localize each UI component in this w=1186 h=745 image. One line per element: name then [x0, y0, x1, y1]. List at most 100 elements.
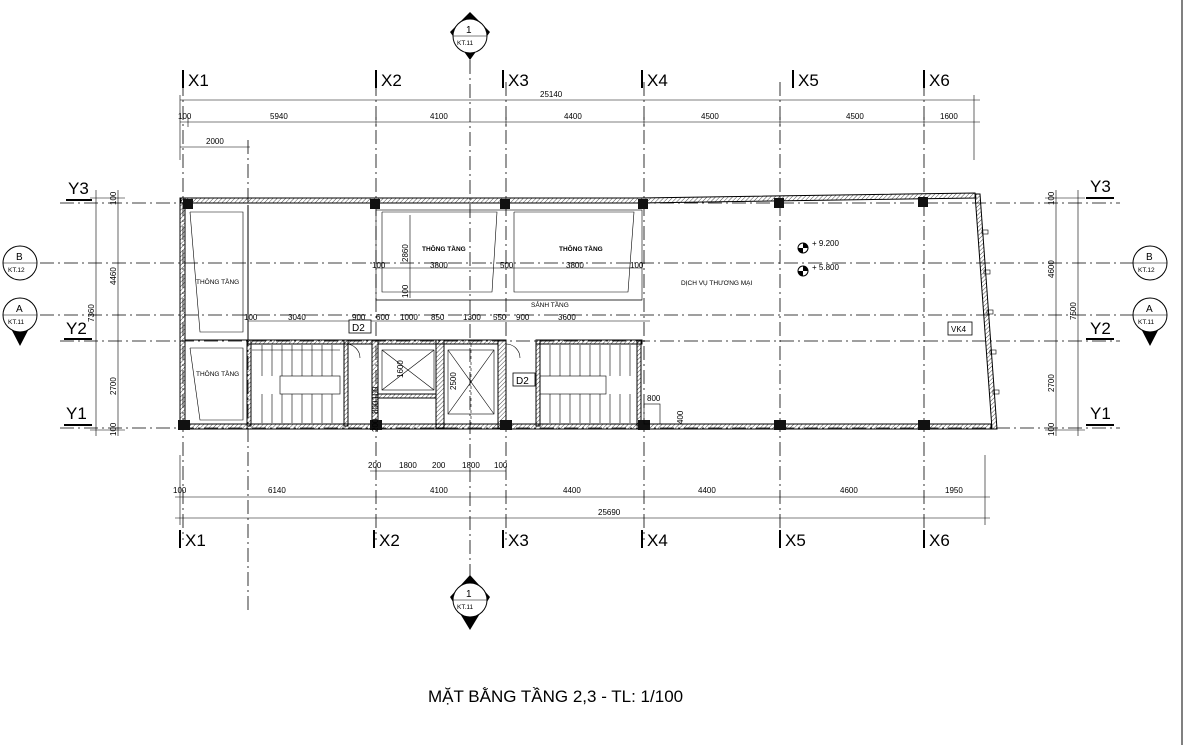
section-b-left-letter: B	[16, 252, 23, 263]
dimensions-right: 100 4600 2700 100 7500	[1045, 190, 1085, 436]
room-void-d: THÔNG TẦNG	[559, 243, 603, 253]
grid-x5-top: X5	[798, 71, 819, 90]
level-marker-9200: + 9.200	[797, 239, 839, 254]
dim-corr-5: 1000	[400, 313, 418, 322]
grid-x3-top: X3	[508, 71, 529, 90]
grid-x2-bottom: X2	[379, 531, 400, 550]
grid-x4-bottom: X4	[647, 531, 668, 550]
dim-top-overall: 25140	[540, 90, 563, 99]
dim-small-2: 400	[676, 410, 685, 424]
grid-y2-right: Y2	[1090, 319, 1111, 338]
grid-y1-right: Y1	[1090, 404, 1111, 423]
dim-corr-7: 1300	[463, 313, 481, 322]
dim-bottom-seg-6: 4600	[840, 486, 858, 495]
section-marker-a-right: A KT.11	[1132, 297, 1168, 346]
grid-labels-bottom: X1 X2 X3 X4 X5 X6	[179, 530, 950, 550]
room-commercial: DỊCH VỤ THƯƠNG MẠI	[681, 280, 753, 287]
section-b-left-sheet: KT.12	[8, 267, 25, 274]
dim-left-overall: 7360	[87, 304, 96, 322]
dim-core-1: 200	[368, 461, 382, 470]
dim-lift-5: 100	[371, 386, 380, 400]
dim-bottom-seg-4: 4400	[563, 486, 581, 495]
dim-corr-8: 550	[493, 313, 507, 322]
dim-top-seg-5: 4500	[701, 112, 719, 121]
dim-bottom-seg-5: 4400	[698, 486, 716, 495]
section-a-right-sheet: KT.11	[1138, 319, 1155, 326]
door-tag-d2-right: D2	[516, 376, 529, 387]
dim-bottom-seg-7: 1950	[945, 486, 963, 495]
dim-corr-4: 600	[376, 313, 390, 322]
dim-right-seg-4: 100	[1047, 422, 1056, 436]
dim-left-seg-2: 4460	[109, 267, 118, 285]
section-b-right-letter: B	[1146, 252, 1153, 263]
section-marker-b-left: B KT.12	[2, 245, 38, 281]
dim-core-5: 100	[494, 461, 508, 470]
dimensions-top: 25140 100 5940 4100 4400 4500 4500 1600 …	[178, 90, 980, 160]
dim-corr-3: 900	[352, 313, 366, 322]
dim-left-seg-3: 2700	[109, 377, 118, 395]
dim-bottom-seg-1: 100	[173, 486, 187, 495]
dim-void-1: 100	[372, 261, 386, 270]
void-outlines	[189, 209, 1000, 421]
walls	[179, 192, 998, 430]
dim-top-seg-6: 4500	[846, 112, 864, 121]
dim-top-seg-3: 4100	[430, 112, 448, 121]
dim-core-3: 200	[432, 461, 446, 470]
dim-core-4: 1800	[462, 461, 480, 470]
dim-top-seg-7: 1600	[940, 112, 958, 121]
level-markers: + 9.200 + 5.800	[797, 239, 839, 277]
dim-void-5: 100	[630, 261, 644, 270]
lift-shafts	[345, 343, 661, 425]
section-1-top-sheet: KT.11	[457, 40, 474, 47]
grid-y3-right: Y3	[1090, 177, 1111, 196]
section-1-top-letter: 1	[466, 25, 472, 36]
dim-lift-3: 200	[371, 418, 380, 432]
dimensions-left: 7360 100 4460 2700 100	[87, 190, 125, 436]
columns	[178, 197, 930, 430]
section-a-left-sheet: KT.11	[8, 319, 25, 326]
dim-corr-9: 900	[516, 313, 530, 322]
dim-corr-1: 100	[244, 313, 258, 322]
grid-labels-top: X1 X2 X3 X4 X5 X6	[182, 70, 950, 90]
level-5800: + 5.800	[812, 263, 839, 272]
grid-x6-bottom: X6	[929, 531, 950, 550]
dim-left-seg-1: 100	[109, 191, 118, 205]
section-1-bottom-letter: 1	[466, 589, 472, 600]
dim-right-overall: 7500	[1069, 302, 1078, 320]
room-void-b: THÔNG TẦNG	[196, 368, 239, 378]
section-marker-1-bottom: 1 KT.11	[450, 575, 490, 630]
level-9200: + 9.200	[812, 239, 839, 248]
dim-bottom-overall: 25690	[598, 508, 621, 517]
door-tag-d2-left: D2	[352, 323, 365, 334]
dimensions-bottom: 200 1800 200 1800 100 100 6140 4100 4400…	[173, 455, 990, 525]
grid-x1-bottom: X1	[185, 531, 206, 550]
dim-corr-10: 3600	[558, 313, 576, 322]
section-a-right-letter: A	[1146, 304, 1153, 315]
room-void-c: THÔNG TẦNG	[422, 243, 466, 253]
grid-x5-bottom: X5	[785, 531, 806, 550]
dim-void-3: 500	[500, 261, 514, 270]
room-lobby: SẢNH TẦNG	[531, 299, 569, 309]
section-a-left-letter: A	[16, 304, 23, 315]
grid-y3-left: Y3	[68, 179, 89, 198]
dim-lift-4: 800	[371, 400, 380, 414]
section-marker-a-left: A KT.11	[2, 297, 38, 346]
dim-void-2: 3800	[430, 261, 448, 270]
grid-x1-top: X1	[188, 71, 209, 90]
drawing-title: MẶT BẰNG TẦNG 2,3 - TL: 1/100	[428, 687, 683, 706]
grid-y2-left: Y2	[66, 319, 87, 338]
grid-x3-bottom: X3	[508, 531, 529, 550]
dim-right-seg-1: 100	[1047, 191, 1056, 205]
door-tags: D2 D2 VK4	[348, 319, 973, 387]
dim-void-4: 3800	[566, 261, 584, 270]
dim-corr-6: 850	[431, 313, 445, 322]
grid-labels-left: Y3 Y2 Y1	[64, 179, 92, 426]
dim-void-v-2: 100	[401, 284, 410, 298]
dim-bottom-seg-3: 4100	[430, 486, 448, 495]
dim-corr-2: 3040	[288, 313, 306, 322]
dim-top-seg-2: 5940	[270, 112, 288, 121]
section-marker-b-right: B KT.12	[1132, 245, 1168, 281]
room-labels: THÔNG TẦNG THÔNG TẦNG THÔNG TẦNG THÔNG T…	[196, 243, 753, 378]
section-marker-1-top: 1 KT.11	[450, 12, 490, 60]
grid-x2-top: X2	[381, 71, 402, 90]
